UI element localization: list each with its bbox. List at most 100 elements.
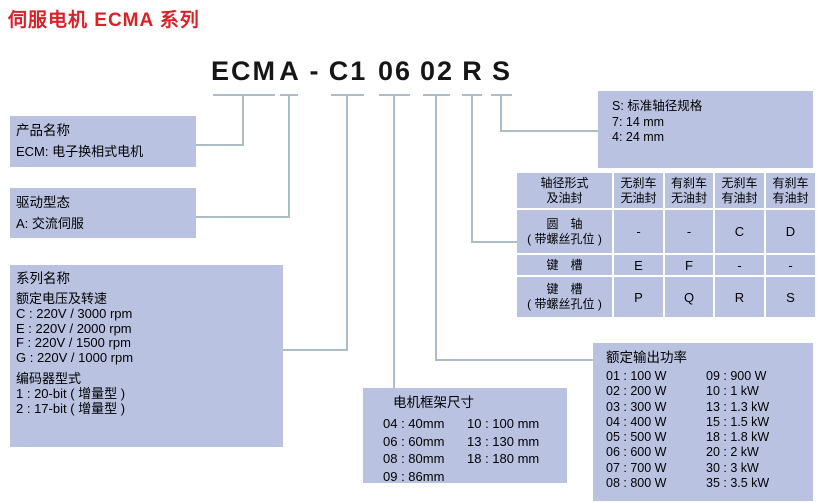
page-title: 伺服电机 ECMA 系列 bbox=[8, 10, 200, 31]
connector-line bbox=[471, 241, 517, 243]
power-option: 13 : 1.3 kW bbox=[706, 399, 770, 414]
drive-type-value: A: 交流伺服 bbox=[16, 216, 84, 231]
column-header-line: 无油封 bbox=[670, 190, 707, 205]
table-header-label-line: 轴径形式 bbox=[540, 175, 589, 190]
connector-line bbox=[242, 94, 244, 146]
model-segment-ecm: ECM bbox=[211, 56, 277, 86]
table-cell: C bbox=[715, 210, 764, 253]
underline-ecm bbox=[213, 94, 275, 96]
power-option: 10 : 1 kW bbox=[706, 384, 759, 399]
voltage-option: G : 220V / 1000 rpm bbox=[16, 349, 134, 365]
power-option: 04 : 400 W bbox=[606, 414, 667, 429]
table-row-label: 键 槽 ( 带螺丝孔位 ) bbox=[517, 277, 612, 317]
table-cell: - bbox=[715, 255, 764, 275]
table-header-label: 轴径形式 及油封 bbox=[517, 173, 612, 208]
encoder-option: 2 : 17-bit ( 增量型 ) bbox=[16, 400, 126, 416]
voltage-option: C : 220V / 3000 rpm bbox=[16, 306, 133, 321]
product-name-title: 产品名称 bbox=[16, 123, 70, 138]
shaft-spec-line: S: 标准轴径规格 bbox=[612, 99, 703, 113]
frame-size-option: 18 : 180 mm bbox=[467, 451, 540, 466]
table-cell: F bbox=[665, 255, 713, 275]
power-option: 35 : 3.5 kW bbox=[706, 476, 770, 491]
frame-size-box: 电机框架尺寸 04 : 40mm 06 : 60mm 08 : 80mm 09 … bbox=[363, 388, 567, 484]
connector-line bbox=[435, 359, 593, 361]
power-option: 01 : 100 W bbox=[606, 369, 667, 383]
table-cell: Q bbox=[665, 277, 713, 317]
connector-line bbox=[500, 130, 598, 132]
row-label-line: ( 带螺丝孔位 ) bbox=[527, 297, 602, 311]
table-column-header: 无刹车 无油封 bbox=[614, 173, 663, 208]
connector-line bbox=[196, 144, 244, 146]
series-name-box: 系列名称 额定电压及转速 C : 220V / 3000 rpm E : 220… bbox=[10, 265, 283, 447]
column-header-line: 有油封 bbox=[721, 190, 758, 205]
frame-size-option: 04 : 40mm bbox=[383, 416, 445, 431]
model-segment-drive: A bbox=[279, 56, 299, 86]
table-column-header: 有刹车 无油封 bbox=[665, 173, 713, 208]
connector-line bbox=[393, 94, 395, 388]
power-option: 08 : 800 W bbox=[606, 476, 667, 491]
encoder-type-subtitle: 编码器型式 bbox=[16, 371, 82, 386]
connector-line bbox=[346, 94, 348, 351]
row-label-line: 键 槽 bbox=[546, 282, 583, 296]
series-name-title: 系列名称 bbox=[16, 271, 70, 286]
product-name-box: 产品名称 ECM: 电子换相式电机 bbox=[10, 116, 196, 167]
row-label-line: 键 槽 bbox=[546, 257, 583, 272]
table-cell: - bbox=[665, 210, 713, 253]
power-option: 30 : 3 kW bbox=[706, 460, 759, 475]
table-cell: P bbox=[614, 277, 663, 317]
table-cell: S bbox=[766, 277, 815, 317]
table-cell: - bbox=[614, 210, 663, 253]
power-option: 05 : 500 W bbox=[606, 430, 667, 445]
column-header-line: 无油封 bbox=[620, 190, 657, 205]
model-segment-power: 02 bbox=[419, 56, 455, 86]
voltage-option: E : 220V / 2000 rpm bbox=[16, 320, 132, 336]
table-cell: - bbox=[766, 255, 815, 275]
output-power-title: 额定输出功率 bbox=[606, 350, 687, 365]
column-header-line: 无刹车 bbox=[721, 175, 758, 190]
column-header-line: 有刹车 bbox=[670, 175, 707, 190]
connector-line bbox=[283, 349, 348, 351]
frame-size-option: 08 : 80mm bbox=[383, 451, 445, 466]
drive-type-title: 驱动型态 bbox=[16, 195, 70, 210]
shaft-spec-box: S: 标准轴径规格 7: 14 mm 4: 24 mm bbox=[598, 91, 813, 168]
product-name-value: ECM: 电子换相式电机 bbox=[16, 144, 144, 159]
power-option: 07 : 700 W bbox=[606, 460, 667, 475]
connector-line bbox=[500, 94, 502, 132]
output-power-box: 额定输出功率 01 : 100 W 02 : 200 W 03 : 300 W … bbox=[593, 343, 813, 501]
connector-line bbox=[196, 216, 290, 218]
model-segment-frame: 06 bbox=[377, 56, 413, 86]
model-segment-shaft: R bbox=[462, 56, 482, 86]
row-label-line: 圆 轴 bbox=[546, 216, 583, 231]
power-option: 06 : 600 W bbox=[606, 445, 667, 460]
table-cell: R bbox=[715, 277, 764, 317]
connector-line bbox=[471, 94, 473, 243]
power-option: 20 : 2 kW bbox=[706, 445, 759, 460]
power-option: 09 : 900 W bbox=[706, 369, 767, 383]
drive-type-box: 驱动型态 A: 交流伺服 bbox=[10, 188, 196, 238]
column-header-line: 有油封 bbox=[772, 190, 809, 205]
connector-line bbox=[288, 94, 290, 218]
table-cell: E bbox=[614, 255, 663, 275]
voltage-speed-subtitle: 额定电压及转速 bbox=[16, 291, 108, 306]
row-label-line: ( 带螺丝孔位 ) bbox=[527, 231, 602, 246]
model-segment-dash: - bbox=[309, 56, 319, 86]
power-option: 03 : 300 W bbox=[606, 399, 667, 414]
table-cell: D bbox=[766, 210, 815, 253]
shaft-type-table: 轴径形式 及油封 无刹车 无油封 有刹车 无油封 无刹车 有油封 有刹车 有油封… bbox=[517, 173, 815, 317]
connector-line bbox=[435, 94, 437, 361]
table-column-header: 有刹车 有油封 bbox=[766, 173, 815, 208]
model-segment-spec: S bbox=[491, 56, 511, 86]
frame-size-option: 06 : 60mm bbox=[383, 433, 445, 449]
table-row-label: 圆 轴 ( 带螺丝孔位 ) bbox=[517, 210, 612, 253]
model-segment-series: C1 bbox=[328, 56, 368, 86]
frame-size-option: 09 : 86mm bbox=[383, 468, 445, 484]
column-header-line: 无刹车 bbox=[620, 175, 657, 190]
frame-size-title: 电机框架尺寸 bbox=[393, 395, 474, 410]
encoder-option: 1 : 20-bit ( 增量型 ) bbox=[16, 386, 126, 401]
shaft-spec-line: 4: 24 mm bbox=[612, 130, 665, 144]
frame-size-option: 13 : 130 mm bbox=[467, 433, 540, 449]
voltage-option: F : 220V / 1500 rpm bbox=[16, 335, 131, 350]
table-header-label-line: 及油封 bbox=[546, 190, 583, 205]
table-column-header: 无刹车 有油封 bbox=[715, 173, 764, 208]
column-header-line: 有刹车 bbox=[772, 175, 809, 190]
